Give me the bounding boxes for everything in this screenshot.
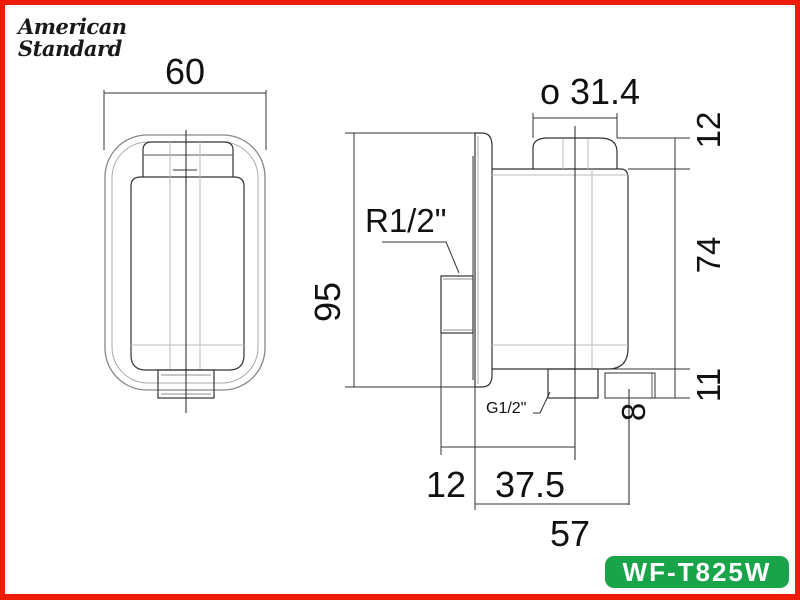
inlet-thread-label: R1/2" — [365, 202, 446, 239]
logo-line-1: American — [18, 14, 127, 39]
side-view: 95 R1/2" o 31.4 G1/2" — [307, 71, 727, 554]
height-total-dim: 95 — [307, 282, 348, 322]
top-cap-dim: 12 — [690, 112, 727, 149]
bottom-height-dim: 11 — [690, 368, 727, 402]
american-standard-logo: American Standard — [18, 16, 127, 60]
logo-line-2: Standard — [18, 36, 122, 61]
front-view: 60 — [103, 51, 267, 413]
overall-depth-dim: 57 — [550, 513, 590, 554]
inlet-depth-dim: 12 — [426, 464, 466, 505]
diameter-dim: o 31.4 — [540, 71, 640, 112]
model-number-badge: WF-T825W — [605, 556, 789, 588]
outlet-thread-label: G1/2" — [486, 400, 526, 417]
outlet-offset-dim: 8 — [615, 403, 652, 421]
front-width-dim: 60 — [165, 51, 205, 92]
outlet-center-dim: 37.5 — [495, 464, 565, 505]
body-height-dim: 74 — [690, 237, 727, 274]
